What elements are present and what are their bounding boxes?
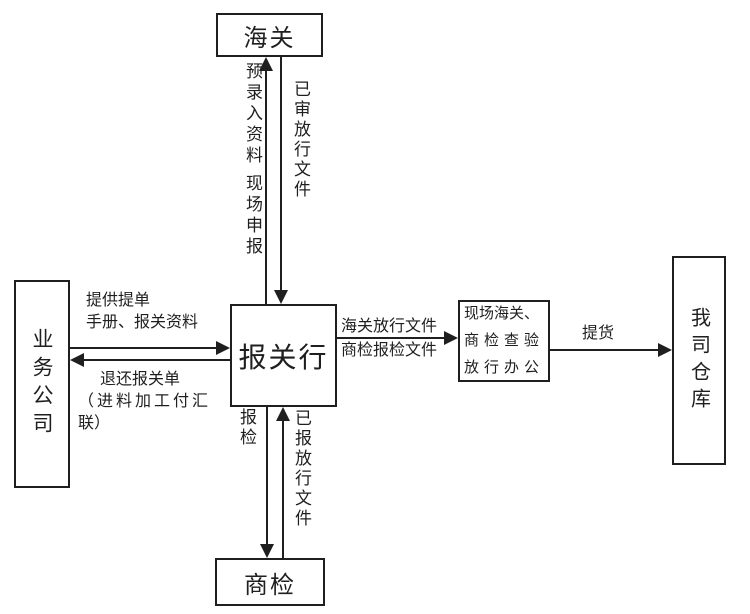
warehouse-box-label: 我司仓库 bbox=[687, 306, 710, 415]
label-provide-docs: 提供提单 手册、报关资料 bbox=[86, 290, 198, 334]
line-broker-to-customs bbox=[265, 68, 267, 304]
customs-box: 海关 bbox=[216, 13, 323, 57]
broker-box: 报关行 bbox=[230, 304, 337, 407]
label-return-docs: 退还报关单 （进料加工付汇 联） bbox=[78, 369, 211, 435]
label-declare-inspection: 报检 bbox=[237, 408, 256, 448]
label-approved-release-docs: 已审放行文件 bbox=[291, 80, 310, 200]
inspection-box: 商检 bbox=[215, 558, 325, 606]
arrowhead-down-inspection bbox=[260, 544, 274, 558]
label-provide-docs-line2: 手册、报关资料 bbox=[86, 314, 199, 331]
line-customs-to-broker bbox=[280, 57, 282, 291]
arrowhead-right-warehouse bbox=[658, 343, 672, 357]
label-provide-docs-line1: 提供提单 bbox=[86, 292, 151, 309]
label-return-docs-line3: 联） bbox=[78, 415, 111, 432]
site-office-line2: 商检查验 bbox=[463, 332, 544, 349]
arrowhead-up-customs bbox=[259, 57, 273, 71]
arrowhead-right-site-office bbox=[444, 331, 458, 345]
site-office-line1: 现场海关、 bbox=[463, 305, 539, 322]
arrowhead-right-broker-left bbox=[216, 341, 230, 355]
line-business-to-broker bbox=[70, 347, 218, 349]
label-pre-entry: 预录入资料 bbox=[243, 62, 262, 167]
label-return-docs-line2: （进料加工付汇 bbox=[78, 393, 212, 410]
site-office-line3: 放行办公 bbox=[463, 359, 544, 376]
warehouse-box: 我司仓库 bbox=[672, 256, 726, 465]
business-company-box: 业务公司 bbox=[14, 280, 70, 488]
arrowhead-up-broker-bottom bbox=[276, 407, 290, 421]
arrowhead-down-broker-top bbox=[274, 290, 288, 304]
label-return-docs-line1: 退还报关单 bbox=[100, 371, 181, 388]
broker-box-label: 报关行 bbox=[238, 342, 329, 374]
site-office-box: 现场海关、 商检查验 放行办公 bbox=[458, 300, 550, 382]
inspection-box-label: 商检 bbox=[244, 572, 296, 599]
label-declared-release-docs: 已报放行文件 bbox=[292, 409, 311, 529]
label-customs-release-docs: 海关放行文件 bbox=[341, 318, 438, 335]
label-inspection-declare-docs: 商检报检文件 bbox=[341, 342, 438, 359]
line-inspection-to-broker bbox=[282, 418, 284, 558]
customs-box-label: 海关 bbox=[243, 25, 296, 52]
line-broker-to-inspection bbox=[266, 407, 268, 547]
label-site-declare: 现场申报 bbox=[243, 174, 262, 258]
business-company-box-label: 业务公司 bbox=[30, 328, 54, 440]
line-site-office-to-warehouse bbox=[550, 349, 660, 351]
arrowhead-left-business bbox=[70, 353, 84, 367]
label-pickup: 提货 bbox=[582, 325, 615, 342]
line-broker-to-business bbox=[83, 359, 230, 361]
line-broker-to-site-office bbox=[337, 337, 446, 339]
